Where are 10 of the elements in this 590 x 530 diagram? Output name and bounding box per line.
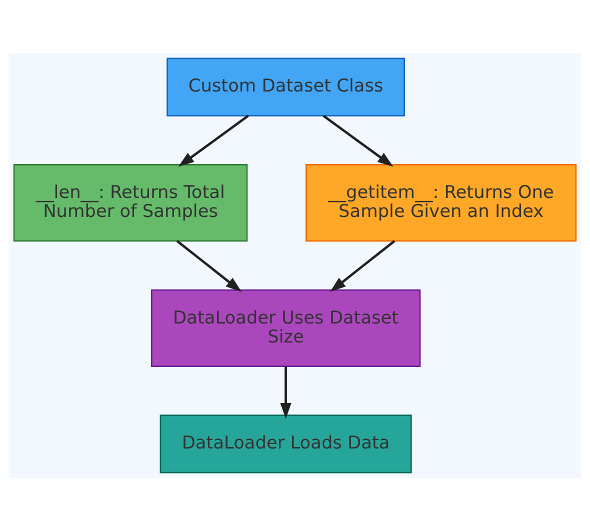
node-box: DataLoader Loads Data (160, 414, 412, 473)
arrow (322, 114, 394, 166)
arrow (176, 240, 242, 292)
arrow (330, 240, 396, 292)
arrow (280, 366, 292, 418)
node-box: __len__: Returns Total Number of Samples (13, 164, 248, 242)
arrow (178, 114, 249, 166)
node-box: DataLoader Uses Dataset Size (150, 288, 421, 366)
node-box: Custom Dataset Class (166, 57, 405, 116)
node-box: __getitem__: Returns One Sample Given an Index (306, 164, 577, 242)
